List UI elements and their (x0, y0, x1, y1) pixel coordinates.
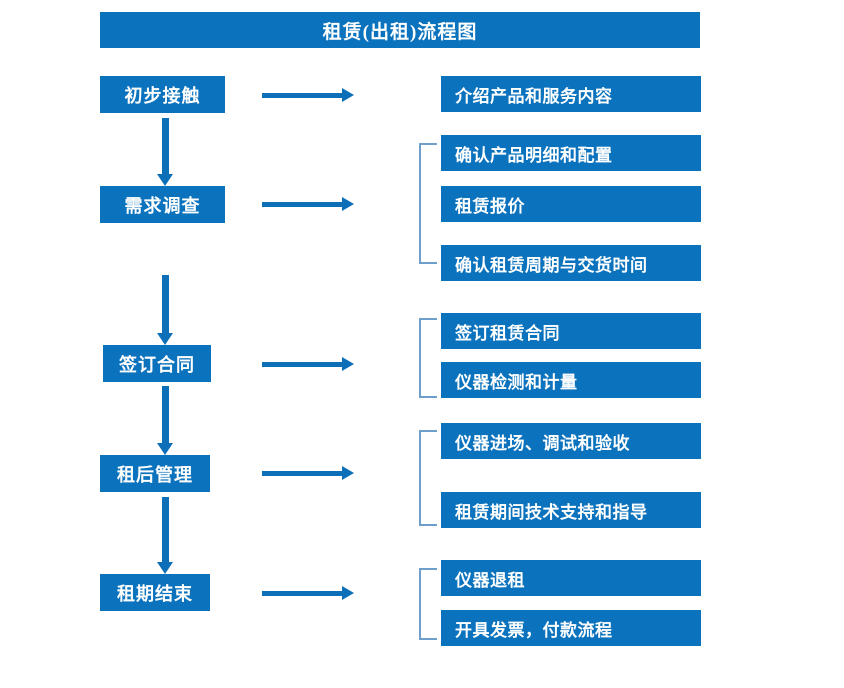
detail-box[interactable]: 签订租赁合同 (441, 313, 701, 349)
arrow-down-icon (157, 118, 173, 186)
detail-box[interactable]: 仪器检测和计量 (441, 362, 701, 398)
arrow-shaft (162, 118, 169, 176)
arrow-head (157, 562, 173, 574)
arrow-shaft (262, 93, 344, 98)
arrow-shaft (262, 471, 344, 476)
arrow-shaft (262, 362, 344, 367)
arrow-right-icon (262, 466, 354, 480)
arrow-right-icon (262, 88, 354, 102)
arrow-head (157, 174, 173, 186)
bracket-group-requirement (419, 143, 437, 264)
detail-box[interactable]: 租赁期间技术支持和指导 (441, 492, 701, 528)
arrow-down-icon (157, 275, 173, 345)
detail-box[interactable]: 开具发票，付款流程 (441, 610, 701, 646)
arrow-head (342, 197, 354, 211)
detail-box[interactable]: 租赁报价 (441, 186, 701, 222)
arrow-shaft (262, 202, 344, 207)
arrow-head (342, 357, 354, 371)
detail-box[interactable]: 仪器进场、调试和验收 (441, 423, 701, 459)
arrow-right-icon (262, 586, 354, 600)
detail-box[interactable]: 仪器退租 (441, 560, 701, 596)
arrow-head (342, 586, 354, 600)
arrow-right-icon (262, 357, 354, 371)
arrow-head (342, 88, 354, 102)
arrow-shaft (162, 497, 169, 564)
page-title: 租赁(出租)流程图 (100, 12, 700, 48)
arrow-down-icon (157, 497, 173, 574)
bracket-group-aftercare (419, 430, 437, 526)
stage-box[interactable]: 租期结束 (100, 574, 210, 611)
arrow-head (157, 333, 173, 345)
arrow-head (157, 443, 173, 455)
arrow-down-icon (157, 386, 173, 455)
arrow-right-icon (262, 197, 354, 211)
detail-box[interactable]: 介绍产品和服务内容 (441, 76, 701, 112)
stage-box[interactable]: 签订合同 (103, 345, 211, 382)
arrow-head (342, 466, 354, 480)
stage-box[interactable]: 需求调查 (100, 186, 225, 223)
bracket-group-contract (419, 318, 437, 398)
detail-box[interactable]: 确认租赁周期与交货时间 (441, 245, 701, 281)
arrow-shaft (162, 275, 169, 335)
bracket-group-return (419, 568, 437, 640)
detail-box[interactable]: 确认产品明细和配置 (441, 135, 701, 171)
arrow-shaft (262, 591, 344, 596)
stage-box[interactable]: 租后管理 (100, 455, 210, 492)
arrow-shaft (162, 386, 169, 445)
stage-box[interactable]: 初步接触 (100, 76, 225, 113)
